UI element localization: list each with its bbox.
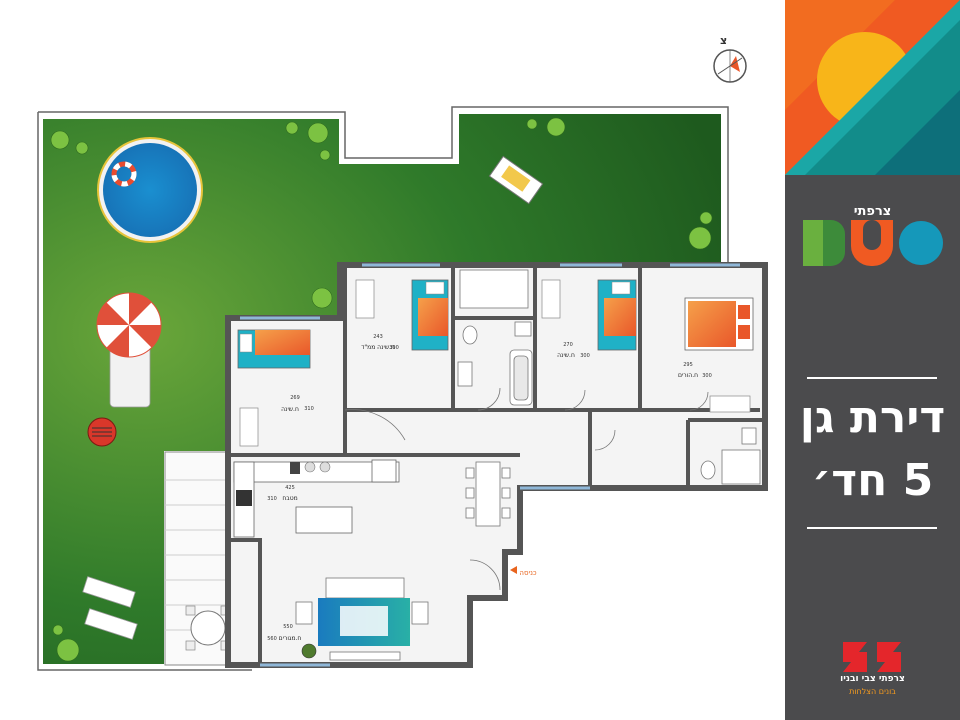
svg-text:מטבח: מטבח xyxy=(282,495,297,502)
svg-text:270: 270 xyxy=(563,342,573,348)
garden-swing xyxy=(488,155,544,205)
garden-plants xyxy=(50,117,713,662)
svg-text:550: 550 xyxy=(283,624,293,630)
room-label-kitchen: 425 310 מטבח xyxy=(267,485,297,502)
patio-dining-set xyxy=(185,605,231,651)
svg-text:ח.שינה ממ"ד: ח.שינה ממ"ד xyxy=(361,344,395,351)
svg-text:310: 310 xyxy=(304,406,314,412)
sun-loungers xyxy=(82,576,138,640)
svg-text:300: 300 xyxy=(702,373,712,379)
title-line-2: 5 חד׳ xyxy=(811,455,934,506)
svg-text:300: 300 xyxy=(580,353,590,359)
svg-text:560: 560 xyxy=(267,636,277,642)
bed-bedroom2 xyxy=(411,279,449,351)
compass-icon: צ xyxy=(713,34,747,83)
svg-text:300: 300 xyxy=(389,345,399,351)
sidebar-panel: צרפתי D U O דירת גן 5 חד׳ צרפתי צבי ובני… xyxy=(785,0,960,720)
divider-top xyxy=(807,377,937,379)
room-label-living: 550 560 ח.מגורים xyxy=(267,624,301,642)
bed-bedroom1 xyxy=(237,329,311,369)
room-label-bedroom1: 269 310 ח.שינה xyxy=(281,395,314,413)
brand-small-text: צרפתי xyxy=(853,204,892,219)
divider-bottom xyxy=(807,527,937,529)
door-swings xyxy=(344,387,709,591)
svg-text:243: 243 xyxy=(373,334,383,340)
living-room-furniture xyxy=(295,577,429,661)
svg-text:ח.שינה: ח.שינה xyxy=(557,352,575,359)
developer-slogan: בונים הצלחות xyxy=(849,687,896,696)
svg-text:כניסה: כניסה xyxy=(519,569,536,577)
duo-logo: D U O xyxy=(803,220,943,266)
developer-logo xyxy=(843,642,901,672)
svg-text:269: 269 xyxy=(290,395,300,401)
title-line-1: דירת גן xyxy=(799,392,946,443)
svg-text:ח.הורים: ח.הורים xyxy=(678,372,698,379)
svg-text:310: 310 xyxy=(267,496,277,502)
svg-text:ח.מגורים: ח.מגורים xyxy=(279,635,302,642)
bathroom-fixtures xyxy=(457,269,761,485)
bed-master xyxy=(684,297,754,351)
svg-text:425: 425 xyxy=(285,485,295,491)
garden-umbrella xyxy=(96,292,162,408)
room-label-master: 295 300 ח.הורים xyxy=(678,362,712,379)
entrance-marker: כניסה xyxy=(510,566,537,577)
svg-text:ח.שינה: ח.שינה xyxy=(281,406,299,413)
room-label-bedroom3: 270 300 ח.שינה xyxy=(557,342,590,359)
developer-name: צרפתי צבי ובניו xyxy=(840,674,905,684)
sun-graphic xyxy=(785,0,960,175)
svg-text:צ: צ xyxy=(720,34,727,47)
svg-text:295: 295 xyxy=(683,362,693,368)
room-label-bedroom2: 243 300 ח.שינה ממ"ד xyxy=(361,334,399,351)
windows xyxy=(240,263,740,667)
bbq-grill xyxy=(87,417,117,447)
plot-outline xyxy=(38,106,729,262)
bed-bedroom3 xyxy=(597,279,637,351)
desks xyxy=(239,279,751,447)
floor-plan-drawing: 269 310 ח.שינה 243 300 ח.שינה ממ"ד 270 3… xyxy=(37,34,768,671)
dining-table xyxy=(465,461,511,527)
swimming-pool xyxy=(97,137,203,243)
kitchen-counter xyxy=(233,459,400,538)
